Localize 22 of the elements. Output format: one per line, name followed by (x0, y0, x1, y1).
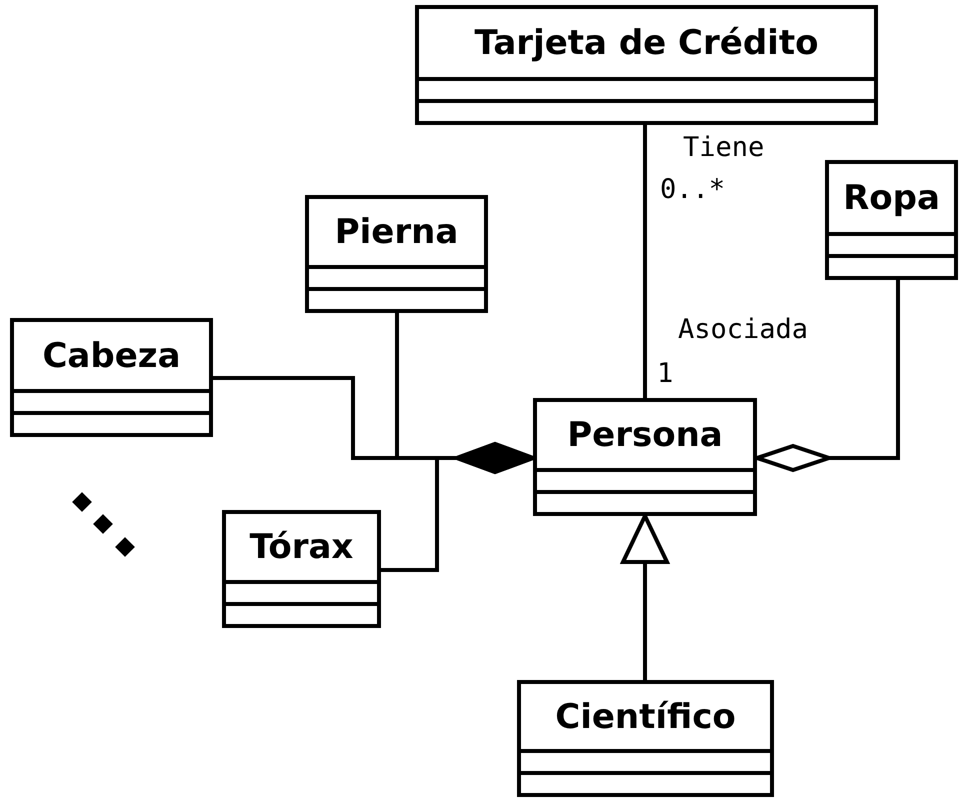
class-box (825, 160, 958, 280)
class-box (10, 318, 213, 437)
class-name: Pierna (334, 212, 458, 252)
role-label: Tiene (683, 134, 764, 161)
class-name: Científico (555, 696, 736, 736)
class-name: Tórax (250, 527, 354, 567)
class-box (415, 5, 878, 125)
class-name: Persona (567, 415, 723, 455)
generalization-arrow (621, 514, 669, 680)
multiplicity-label: 0..* (660, 176, 726, 203)
aggregation-line (755, 280, 900, 472)
role-label: Asociada (678, 316, 808, 343)
class-box (533, 398, 757, 516)
class-box (517, 680, 774, 797)
multiplicity-label: 1 (657, 360, 674, 387)
class-name: Ropa (843, 178, 940, 218)
class-name: Tarjeta de Crédito (474, 23, 818, 63)
class-box (222, 510, 381, 628)
class-name: Cabeza (42, 336, 181, 376)
composition-line (381, 442, 535, 572)
association-line (643, 125, 647, 398)
class-box (305, 195, 488, 313)
